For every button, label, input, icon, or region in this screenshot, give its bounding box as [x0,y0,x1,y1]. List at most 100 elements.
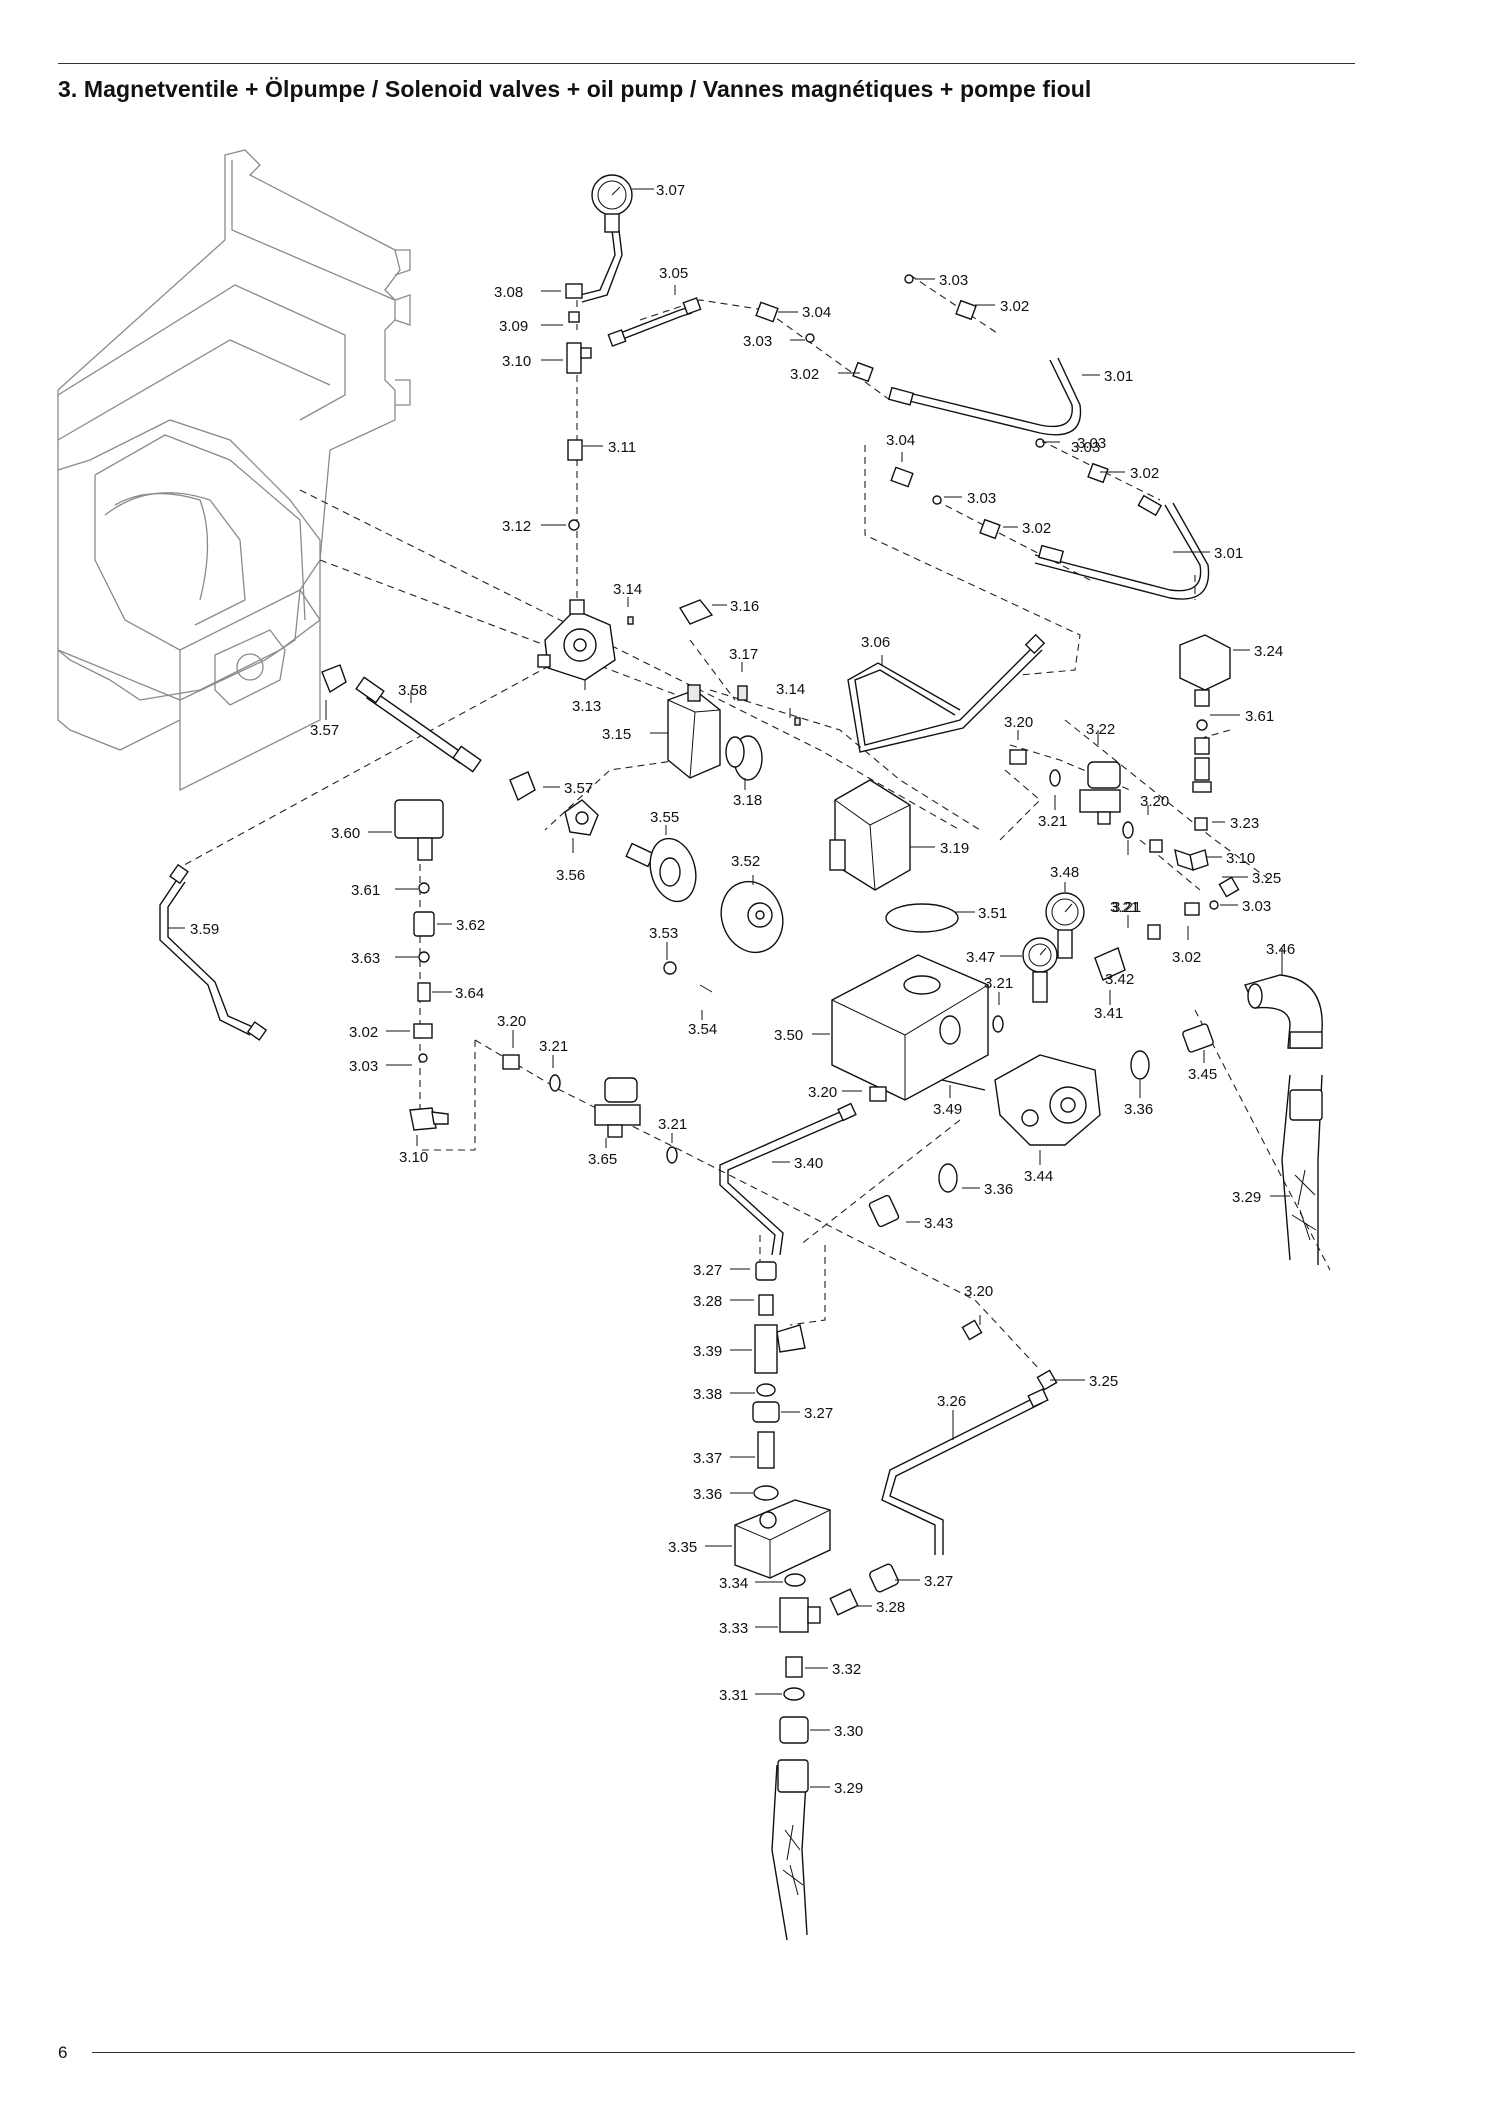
callout-label: 3.21 [539,1038,568,1055]
callout-label: 3.10 [399,1149,428,1166]
ring-3-34 [784,1573,806,1587]
callout-label: 3.16 [730,598,759,615]
washer-3-21-upper [1049,769,1061,787]
callout-label: 3.20 [497,1013,526,1030]
burner-housing-outline [57,149,411,792]
nipple-3-04-top [755,301,779,323]
solenoid-valve-3-65 [594,1077,641,1138]
washer-3-03-mid [1209,900,1219,910]
nipple-3-04-mid [890,466,914,488]
callout-label: 3.26 [937,1393,966,1410]
nut-3-02-left [413,1023,433,1039]
nipple-3-64 [417,982,431,1002]
callout-label: 3.09 [499,318,528,335]
callout-label: 3.48 [1050,864,1079,881]
callout-label: 3.42 [1105,971,1134,988]
bottom-rule [92,2052,1355,2053]
callout-label: 3.58 [398,682,427,699]
callout-label: 3.20 [808,1084,837,1101]
ring-3-38 [756,1383,776,1397]
callout-label: 3.36 [1124,1101,1153,1118]
washer-3-63 [418,951,430,963]
callout-label: 3.37 [693,1450,722,1467]
washer-3-21-left [549,1074,561,1092]
fitting-3-25-upper [1218,876,1240,898]
callout-label: 3.40 [794,1155,823,1172]
oil-pump-3-44 [994,1054,1101,1146]
callout-label: 3.36 [693,1486,722,1503]
callout-label: 3.21 [1110,899,1139,916]
screw-3-54 [699,984,713,993]
nipple-3-32 [785,1656,803,1678]
callout-label: 3.50 [774,1027,803,1044]
callout-label: 3.21 [658,1116,687,1133]
gauge-3-07 [591,174,633,233]
washer-3-03-left [418,1053,428,1063]
callout-label: 3.03 [967,490,996,507]
elbow-3-33 [779,1597,821,1633]
callout-label: 3.21 [1112,899,1141,916]
callout-label: 3.23 [1230,815,1259,832]
hose-3-29-right [1281,1074,1323,1265]
gauge-3-48 [1045,892,1085,959]
callout-label: 3.21 [984,975,1013,992]
nut-3-02-r1 [955,299,977,321]
tee-3-39 [754,1324,806,1374]
page-title: 3. Magnetventile + Ölpumpe / Solenoid va… [58,76,1092,102]
callout-label: 3.22 [1086,721,1115,738]
nipple-3-28-b [829,1588,859,1616]
coupling-3-56 [564,799,599,836]
pin-3-14-a [627,616,634,625]
washer-3-03-r1 [904,274,914,284]
callout-label: 3.27 [693,1262,722,1279]
callout-label: 3.54 [688,1021,717,1038]
fitting-3-20-low [961,1319,983,1341]
assembly-dashed-lines [174,274,1331,1371]
fitting-3-20-mid [869,1086,887,1102]
callout-label: 3.61 [1245,708,1274,725]
callout-label: 3.03 [1077,435,1106,452]
callout-label: 3.30 [834,1723,863,1740]
callout-label: 3.18 [733,792,762,809]
nut-3-27-c [869,1563,899,1593]
filter-3-35 [734,1499,831,1579]
callout-label: 3.53 [649,925,678,942]
callout-label: 3.02 [1172,949,1201,966]
washer-3-61-left [418,882,430,894]
callout-label: 3.17 [729,646,758,663]
callout-label: 3.31 [719,1687,748,1704]
washer-3-03-mid2 [932,495,942,505]
callout-label: 3.21 [1038,813,1067,830]
callout-label: 3.03 [743,333,772,350]
page-number: 6 [58,2043,68,2062]
fitting-3-45 [1182,1023,1214,1053]
callout-label: 3.62 [456,917,485,934]
fitting-3-20-right [1009,749,1027,765]
callout-label: 3.61 [351,882,380,899]
callout-label: 3.38 [693,1386,722,1403]
tee-3-10-right [1174,848,1209,872]
callout-label: 3.43 [924,1215,953,1232]
callout-label: 3.04 [886,432,915,449]
line-3-05 [607,297,702,347]
nut-3-27-a [755,1261,777,1281]
callout-label: 3.44 [1024,1168,1053,1185]
callout-label: 3.63 [351,950,380,967]
elbow-3-46 [1244,974,1323,1049]
callout-label: 3.03 [1071,439,1100,456]
callout-label: 3.56 [556,867,585,884]
pump-housing-3-50 [831,954,989,1101]
callout-label: 3.29 [1232,1189,1261,1206]
callout-label: 3.03 [349,1058,378,1075]
gasket-3-51 [885,903,959,933]
washer-3-21-center [992,1015,1004,1033]
callout-label: 3.39 [693,1343,722,1360]
callout-label: 3.14 [776,681,805,698]
line-3-07 [579,229,623,303]
washer-3-12 [568,519,580,531]
tee-3-10-left [409,1107,449,1131]
callout-label: 3.10 [1226,850,1255,867]
solenoid-valve-3-22 [1079,761,1121,825]
washer-3-03-top [805,333,815,343]
callout-label: 3.60 [331,825,360,842]
